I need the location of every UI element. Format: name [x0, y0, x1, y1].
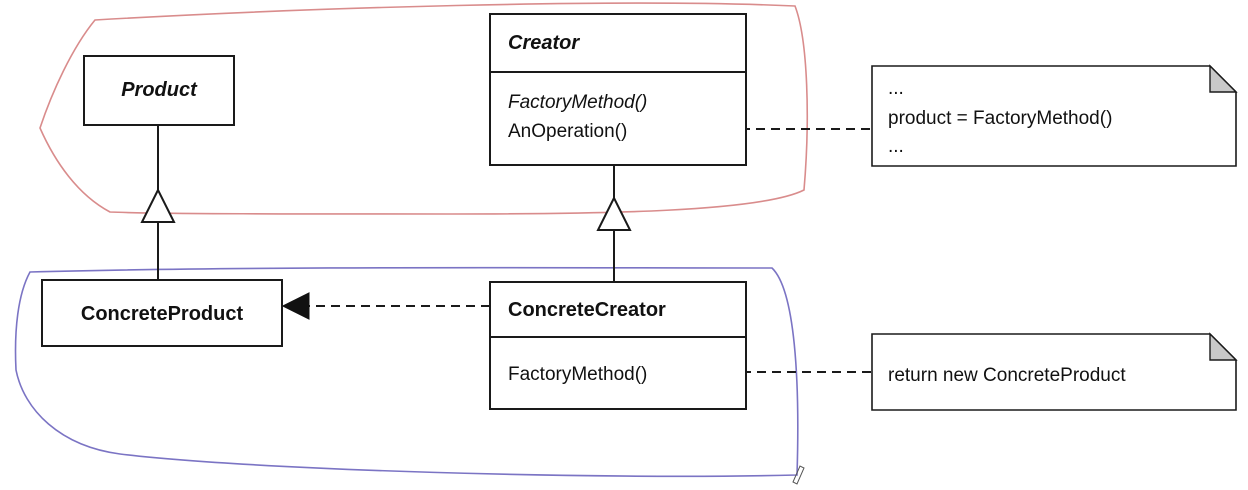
concrete-group-outline [14, 266, 799, 478]
note-anoperation: ... product = FactoryMethod() ... [871, 64, 1238, 167]
note-factorymethod-folded-corner-icon [1209, 332, 1238, 361]
class-concretecreator-operation-factorymethod: FactoryMethod() [508, 364, 647, 385]
note-factorymethod: return new ConcreteProduct [871, 332, 1238, 411]
class-creator-operation-anoperation: AnOperation() [508, 121, 627, 142]
class-product: Product [83, 55, 235, 126]
note-factorymethod-line-1: return new ConcreteProduct [888, 365, 1126, 386]
class-product-box [83, 55, 235, 126]
note-anoperation-folded-corner-icon [1209, 64, 1238, 93]
class-concreteproduct-name: ConcreteProduct [81, 303, 244, 325]
class-creator: Creator FactoryMethod() AnOperation() [489, 13, 747, 166]
class-concreteproduct: ConcreteProduct [41, 279, 283, 347]
note-factorymethod-box [871, 333, 1237, 411]
note-anoperation-box [871, 65, 1237, 167]
pen-mark-icon [792, 465, 805, 485]
product-inheritance-triangle [140, 187, 176, 223]
note-anoperation-line-3: ... [888, 136, 904, 157]
class-creator-operation-factorymethod: FactoryMethod() [508, 92, 647, 113]
note-anoperation-line-2: product = FactoryMethod() [888, 108, 1112, 129]
creator-group-outline [39, 2, 809, 215]
class-concretecreator-name: ConcreteCreator [508, 299, 666, 321]
class-product-name: Product [121, 79, 198, 101]
class-concretecreator: ConcreteCreator FactoryMethod() [489, 281, 747, 410]
class-creator-box [489, 13, 747, 166]
class-creator-name: Creator [508, 32, 580, 54]
note-anoperation-line-1: ... [888, 78, 904, 99]
creator-inheritance-triangle [596, 195, 632, 231]
class-concreteproduct-box [41, 279, 283, 347]
class-concretecreator-box [489, 281, 747, 410]
